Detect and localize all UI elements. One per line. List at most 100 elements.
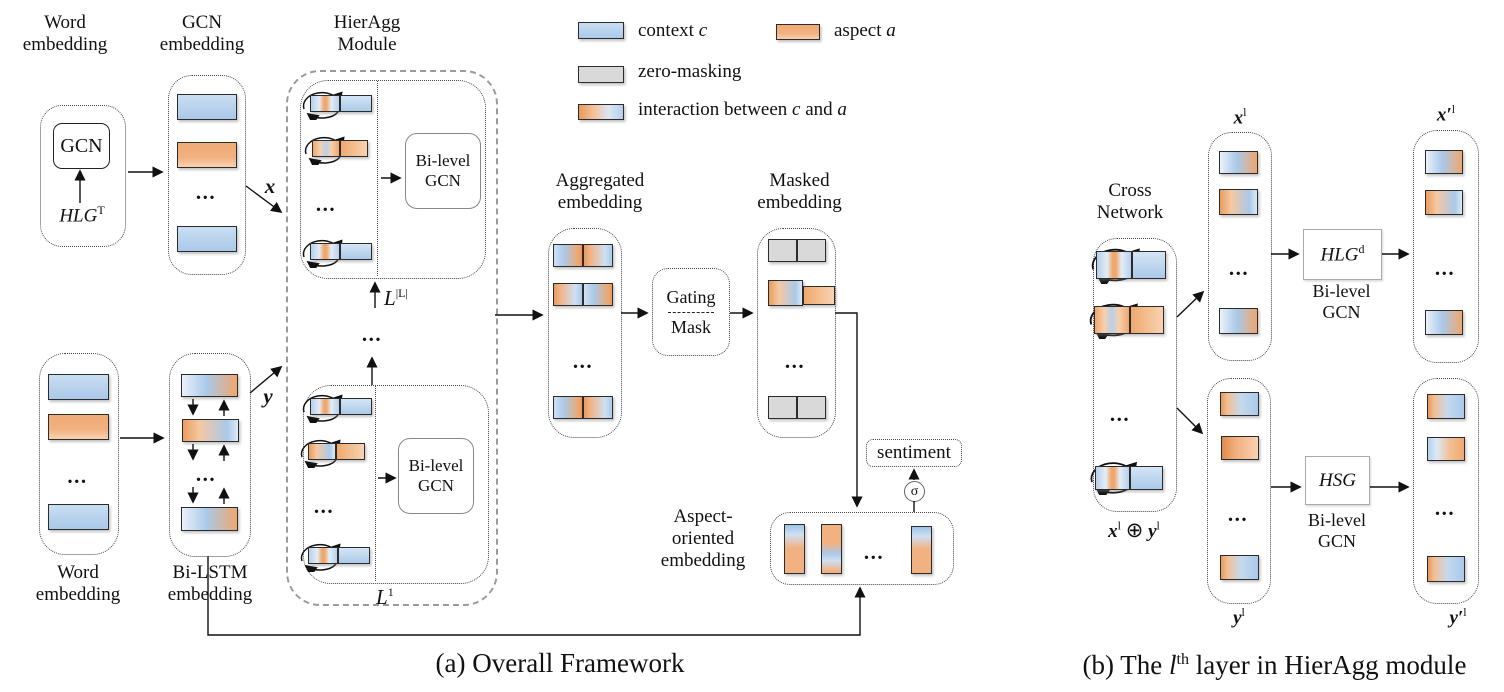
label-line: embedding bbox=[167, 584, 253, 606]
label-line: embedding bbox=[35, 584, 121, 606]
label-line: embedding bbox=[660, 550, 746, 572]
ellipsis: ... bbox=[195, 180, 217, 204]
ellipsis: ... bbox=[863, 540, 885, 564]
legend-swatch-zero-masking bbox=[578, 66, 624, 83]
label-y-l-out: y′l bbox=[1449, 605, 1467, 629]
box-label-line: GCN bbox=[418, 476, 454, 495]
gcn-module-box bbox=[40, 105, 126, 247]
interaction-bar bbox=[1425, 310, 1463, 335]
interaction-bar-pair bbox=[310, 398, 372, 415]
interaction-bar-pair bbox=[310, 95, 372, 112]
cross-interaction-row bbox=[1087, 455, 1167, 499]
cross-interaction-row bbox=[302, 389, 372, 423]
ellipsis: ... bbox=[313, 494, 335, 518]
label-word-embedding-top: Word embedding bbox=[18, 12, 112, 56]
label-y: y bbox=[263, 384, 273, 408]
aspect-vector-bar bbox=[821, 524, 842, 574]
interaction-cell bbox=[583, 283, 613, 306]
ellipsis: ... bbox=[315, 192, 337, 216]
hlg-d-box: HLGd bbox=[1303, 229, 1382, 280]
aspect-oriented-embedding-box bbox=[770, 512, 954, 585]
interaction-cell bbox=[553, 244, 583, 267]
gating-mask-box: Gating Mask bbox=[652, 268, 730, 356]
zero-mask-cell bbox=[797, 396, 826, 419]
aspect-cell bbox=[336, 443, 365, 460]
aspect-vector-bar bbox=[911, 526, 932, 574]
cross-interaction-row bbox=[302, 86, 372, 120]
interaction-bar bbox=[181, 507, 238, 531]
interaction-cell bbox=[308, 547, 338, 564]
hsg-box: HSG bbox=[1305, 456, 1370, 505]
y-l-out-column-box bbox=[1413, 378, 1479, 604]
legend-swatch-interaction bbox=[578, 104, 624, 120]
label-line: embedding bbox=[557, 192, 643, 214]
legend-label-aspect: aspect a bbox=[834, 20, 896, 41]
interaction-bar-pair bbox=[308, 443, 365, 460]
aspect-cell bbox=[803, 286, 835, 305]
sigma-node: σ bbox=[904, 481, 925, 502]
ellipsis: ... bbox=[361, 322, 383, 346]
ellipsis: ... bbox=[67, 464, 88, 488]
label-aspect-oriented-embedding: Aspect- oriented embedding bbox=[648, 506, 758, 572]
masked-bar-pair bbox=[768, 239, 826, 262]
label-word-embedding-bottom: Word embedding bbox=[18, 562, 138, 606]
ellipsis: ... bbox=[1227, 502, 1249, 526]
label-x-l: xl bbox=[1233, 105, 1247, 129]
legend-label-zero-masking: zero-masking bbox=[638, 61, 742, 82]
label-bi-level-gcn-bottom: Bi-level GCN bbox=[1293, 510, 1381, 552]
hieragg-layer-top-box bbox=[300, 80, 486, 279]
label-cross-network: Cross Network bbox=[1090, 180, 1170, 224]
word-embedding-bottom-box bbox=[39, 353, 119, 555]
context-bar bbox=[177, 94, 237, 120]
label-hlg-t: HLGT bbox=[59, 203, 105, 227]
caption-a: (a) Overall Framework bbox=[435, 648, 685, 678]
gating-label: Gating bbox=[666, 286, 716, 307]
sentiment-box: sentiment bbox=[866, 439, 962, 467]
label-line: embedding bbox=[22, 34, 108, 56]
zero-mask-cell bbox=[797, 239, 826, 262]
label-y-l: yl bbox=[1233, 605, 1245, 629]
ellipsis: ... bbox=[1434, 256, 1456, 280]
cross-network-box bbox=[1093, 238, 1177, 512]
interaction-bar bbox=[1219, 151, 1258, 174]
interaction-bar-pair bbox=[1094, 306, 1164, 334]
aspect-bar bbox=[177, 142, 237, 168]
label-line: Aggregated bbox=[555, 170, 645, 191]
interaction-bar bbox=[1219, 308, 1258, 334]
label-line: GCN bbox=[1322, 301, 1361, 322]
x-l-column-box bbox=[1208, 132, 1272, 361]
aspect-bar bbox=[1221, 436, 1259, 460]
context-cell bbox=[340, 95, 372, 112]
cross-interaction-row bbox=[304, 131, 374, 165]
aspect-bar bbox=[48, 414, 109, 440]
zero-mask-cell bbox=[768, 239, 797, 262]
interaction-cell bbox=[1096, 251, 1132, 279]
interaction-cell bbox=[583, 244, 613, 267]
label-line: Masked bbox=[769, 170, 830, 191]
box-label-line: Bi-level bbox=[408, 455, 464, 475]
aggregated-bar-pair bbox=[553, 396, 613, 419]
ellipsis: ... bbox=[1109, 402, 1131, 426]
label-line: Module bbox=[337, 34, 397, 56]
label-bilstm-embedding: Bi-LSTM embedding bbox=[155, 562, 265, 606]
legend-swatch-aspect bbox=[776, 24, 820, 40]
label-line: Aspect- bbox=[673, 506, 733, 527]
interaction-cell bbox=[1095, 466, 1130, 490]
cross-interaction-row bbox=[302, 234, 372, 268]
legend-label-context: context c bbox=[638, 20, 708, 41]
label-line: HierAgg bbox=[333, 12, 401, 33]
cross-interaction-row bbox=[300, 538, 370, 572]
interaction-bar-pair bbox=[1095, 466, 1163, 490]
label-line: Word bbox=[44, 12, 86, 33]
ellipsis: ... bbox=[784, 349, 806, 373]
label-line: Bi-level bbox=[1312, 281, 1371, 301]
zero-mask-cell bbox=[768, 396, 797, 419]
aggregated-embedding-box bbox=[548, 228, 622, 438]
aggregated-bar-pair bbox=[553, 283, 613, 306]
label-aggregated-embedding: Aggregated embedding bbox=[540, 170, 660, 214]
context-bar bbox=[48, 374, 109, 400]
bi-level-gcn-box-bottom: Bi-level GCN bbox=[398, 438, 474, 514]
interaction-bar-pair bbox=[310, 243, 372, 260]
interaction-cell bbox=[310, 398, 340, 415]
